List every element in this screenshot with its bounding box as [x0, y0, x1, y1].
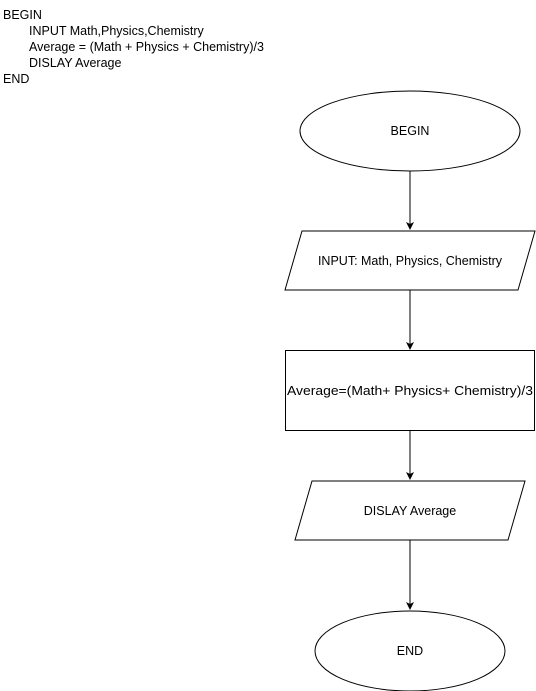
- process-node-label: Average=(Math+ Physics+ Chemistry)/3: [287, 384, 533, 398]
- end-node-label: END: [397, 644, 423, 658]
- display-node: DISLAY Average: [294, 480, 526, 541]
- pseudocode-block: BEGIN INPUT Math,Physics,Chemistry Avera…: [3, 7, 264, 87]
- input-node-label: INPUT: Math, Physics, Chemistry: [318, 254, 503, 268]
- display-node-label: DISLAY Average: [364, 504, 456, 518]
- pseudocode-line-average: Average = (Math + Physics + Chemistry)/3: [29, 40, 264, 54]
- pseudocode-line-input: INPUT Math,Physics,Chemistry: [29, 24, 204, 38]
- pseudocode-line-display: DISLAY Average: [29, 56, 122, 70]
- begin-node: BEGIN: [299, 90, 521, 172]
- pseudocode-line-end: END: [3, 72, 30, 86]
- pseudocode-line-begin: BEGIN: [3, 8, 42, 22]
- process-node: Average=(Math+ Physics+ Chemistry)/3: [285, 350, 535, 431]
- begin-node-label: BEGIN: [391, 124, 430, 138]
- input-node: INPUT: Math, Physics, Chemistry: [284, 230, 536, 291]
- end-node: END: [314, 610, 506, 691]
